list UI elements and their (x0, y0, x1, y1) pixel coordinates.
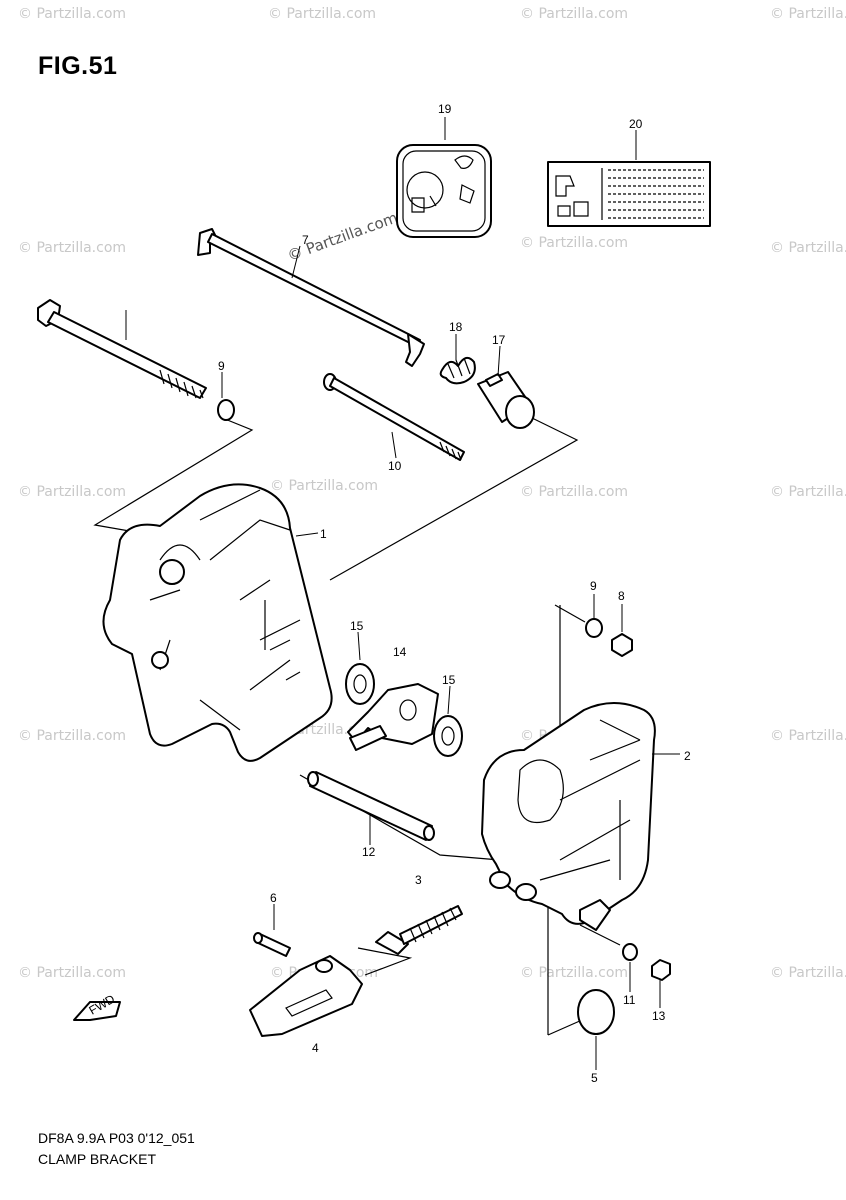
lever-4 (249, 955, 363, 1037)
washer-15-left (345, 663, 375, 705)
callout-labels: 19 20 7 9 18 17 10 1 9 8 15 14 15 2 12 3… (218, 102, 691, 1085)
warning-label-20 (547, 161, 711, 227)
watermark: © Partzilla.com (18, 240, 127, 256)
label-decal-19 (396, 144, 492, 238)
watermark: © Partzilla.com (18, 965, 127, 981)
callout-12: 12 (362, 845, 376, 859)
callout-19: 19 (438, 102, 452, 116)
watermark: © Partzilla.com (268, 6, 377, 22)
callout-9-right: 9 (590, 579, 597, 593)
callout-18: 18 (449, 320, 463, 334)
callout-14: 14 (393, 645, 407, 659)
callout-5: 5 (591, 1071, 598, 1085)
callout-3: 3 (415, 873, 422, 887)
clamp-bracket-left-1 (102, 483, 333, 762)
watermark: © Partzilla.com (770, 484, 846, 500)
callout-17: 17 (492, 333, 506, 347)
callout-2: 2 (684, 749, 691, 763)
rod-10 (323, 373, 465, 461)
rod-7 (197, 228, 425, 367)
callout-9-upper: 9 (218, 359, 225, 373)
bushing-17 (477, 371, 535, 429)
callout-15-right: 15 (442, 673, 456, 687)
guide-line (329, 416, 579, 581)
plate-14 (347, 683, 439, 751)
washer-9-upper (217, 399, 235, 421)
watermark: © Partzilla.com (520, 235, 629, 251)
watermark: © Partzilla.com (770, 728, 846, 744)
callout-7: 7 (302, 233, 309, 247)
washer-15-right (433, 715, 463, 757)
spring-rod-3 (375, 905, 463, 955)
figure-name: CLAMP BRACKET (38, 1151, 156, 1167)
fwd-arrow-icon: FWD (73, 992, 121, 1021)
watermark: © Partzilla.com (770, 240, 846, 256)
washer-11 (622, 943, 638, 961)
watermark: © Partzilla.com (520, 484, 629, 500)
callout-11: 11 (623, 993, 636, 1007)
spring-18 (439, 356, 476, 385)
callout-4: 4 (312, 1041, 319, 1055)
callout-10: 10 (388, 459, 402, 473)
watermark: © Partzilla.com (18, 6, 127, 22)
watermark: © Partzilla.com (18, 484, 127, 500)
watermark: © Partzilla.com (770, 6, 846, 22)
pin-6 (253, 932, 291, 957)
figure-title: FIG.51 (38, 52, 118, 80)
callout-15-left: 15 (350, 619, 364, 633)
callout-13: 13 (652, 1009, 666, 1023)
watermark: © Partzilla.com (520, 6, 629, 22)
leader-lines (125, 117, 680, 1070)
guide-line (579, 924, 621, 946)
callout-8: 8 (618, 589, 625, 603)
watermark: © Partzilla.com (270, 478, 379, 494)
watermark: © Partzilla.com (520, 965, 629, 981)
callout-20: 20 (629, 117, 643, 131)
watermark: © Partzilla.com (18, 728, 127, 744)
figure-code: DF8A 9.9A P03 0'12_051 (38, 1130, 195, 1146)
watermark: © Partzilla.com (770, 965, 846, 981)
washer-9-right (585, 618, 603, 638)
nut-8 (611, 633, 633, 657)
clamp-bracket-right-2 (481, 702, 656, 931)
tube-12 (307, 771, 435, 841)
guide-line (547, 1019, 583, 1036)
bolt-long (37, 299, 207, 399)
guide-line (357, 947, 413, 976)
callout-6: 6 (270, 891, 277, 905)
nut-13 (651, 959, 671, 981)
cap-5 (577, 989, 615, 1035)
callout-1: 1 (320, 527, 327, 541)
